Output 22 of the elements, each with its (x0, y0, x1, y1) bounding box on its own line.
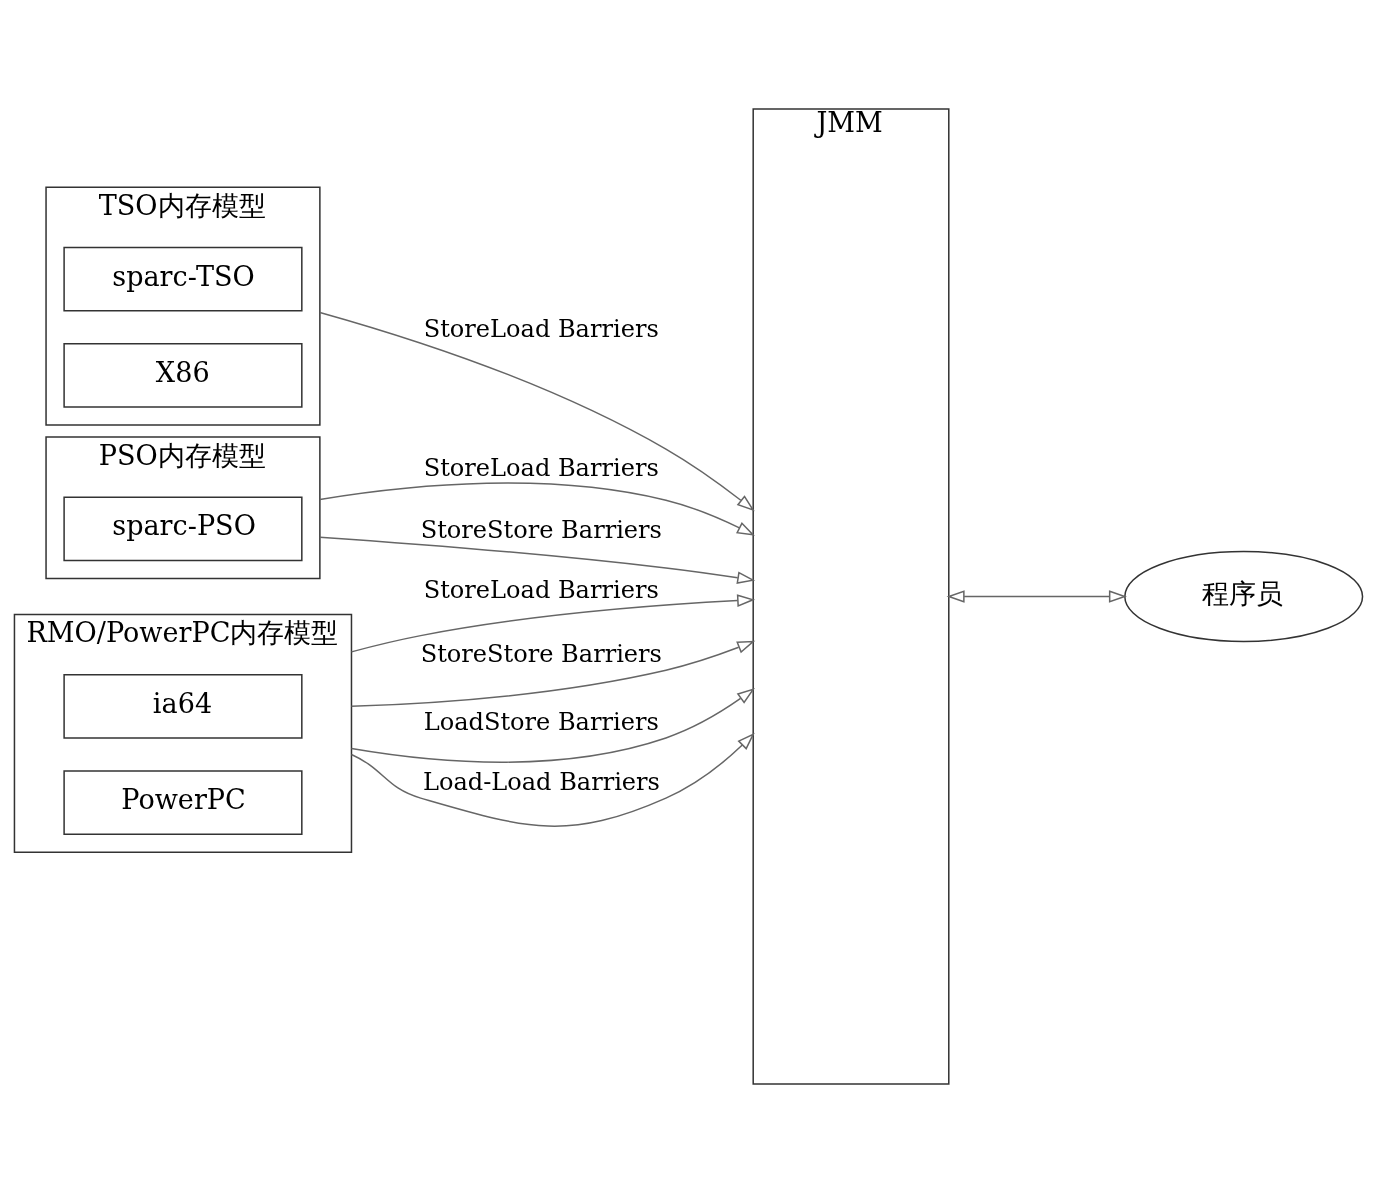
node-box: ia64 (63, 673, 303, 739)
arrow (350, 732, 755, 827)
edge-label: StoreStore Barriers (420, 639, 662, 668)
edge-label: StoreLoad Barriers (423, 575, 659, 604)
arrow (350, 687, 755, 763)
node-box: sparc-PSO (63, 495, 303, 561)
node-box: PowerPC (63, 769, 303, 835)
arrow (319, 481, 755, 536)
arrow (350, 593, 756, 653)
node-box: X86 (63, 342, 303, 408)
node-box: JMM (752, 107, 950, 1085)
edge-label: Load-Load Barriers (422, 767, 660, 796)
node-box: sparc-TSO (63, 246, 303, 311)
arrow (946, 589, 1127, 603)
node-ellipse: 程序员 (1124, 550, 1364, 642)
arrow (319, 311, 755, 511)
arrow (319, 535, 756, 584)
edge-label: StoreStore Barriers (420, 515, 662, 544)
arrow (350, 640, 756, 707)
edge-label: StoreLoad Barriers (423, 314, 659, 343)
edge-label: StoreLoad Barriers (423, 453, 659, 482)
edge-label: LoadStore Barriers (423, 707, 659, 736)
